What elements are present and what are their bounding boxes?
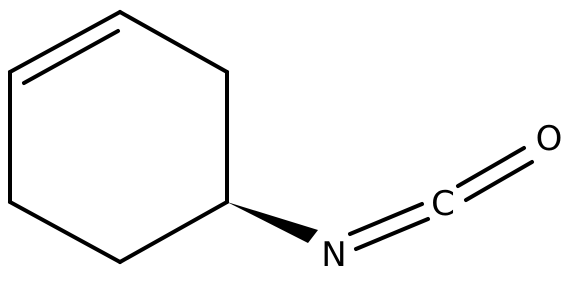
c-o-double-bond <box>456 146 534 202</box>
c-o-bond-line-1 <box>456 146 526 188</box>
n-c-double-bond <box>348 202 430 251</box>
ring-bond-bottom-right <box>118 200 229 264</box>
ring-bond-bottom-left <box>8 200 122 264</box>
atom-label-oxygen: O <box>536 119 563 159</box>
n-c-bond-line-1 <box>348 202 424 236</box>
ring-bond-top-left <box>8 10 122 74</box>
c-o-bond-line-2 <box>464 160 534 202</box>
ring-double-bond-inner <box>22 29 120 85</box>
atom-label-carbon: C <box>431 184 455 224</box>
cyclohexene-ring <box>8 10 229 264</box>
wedge-bond <box>227 202 318 243</box>
ring-bond-top-right <box>118 10 229 74</box>
atom-label-nitrogen: N <box>321 235 346 275</box>
n-c-bond-line-2 <box>354 217 430 251</box>
